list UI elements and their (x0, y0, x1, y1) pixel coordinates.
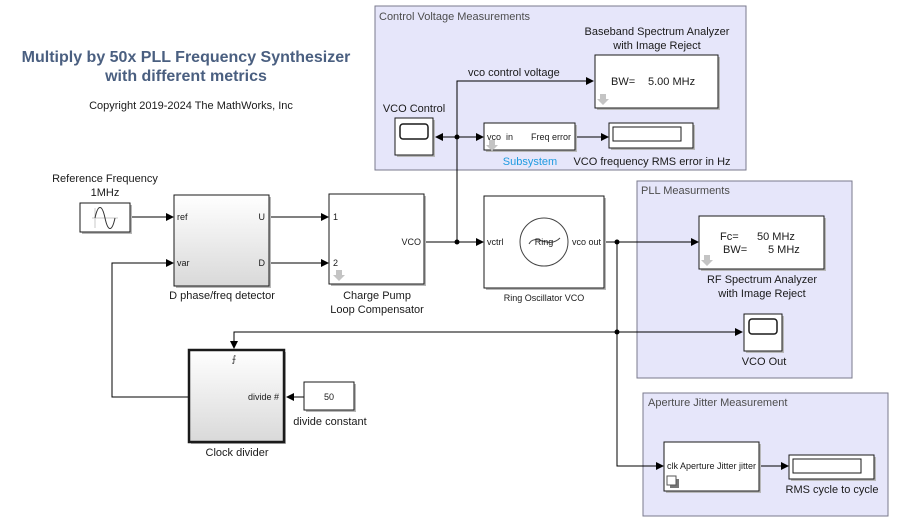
ring-oscillator-icon (519, 217, 569, 267)
port-ref: ref (177, 212, 188, 222)
block-phase-freq-detector[interactable]: ref var U D D phase/freq detector (169, 194, 275, 302)
area-title: Aperture Jitter Measurement (648, 397, 787, 409)
port-vco: VCO (401, 237, 421, 247)
block-aperture-jitter[interactable]: clk Aperture Jitter jitter (663, 441, 761, 493)
block-name: Charge Pump (343, 290, 411, 302)
port-u: U (259, 212, 266, 222)
signal-label-vco-control-voltage[interactable]: vco control voltage (468, 67, 560, 79)
port-var: var (177, 258, 190, 268)
block-name: with Image Reject (717, 288, 805, 300)
port-2: 2 (333, 258, 338, 268)
icon-text: Ring (535, 237, 554, 247)
block-name: Baseband Spectrum Analyzer (585, 26, 730, 38)
port-1: 1 (333, 212, 338, 222)
wire-to-aperture[interactable] (616, 242, 660, 467)
block-name: 1MHz (91, 187, 120, 199)
display-value (612, 126, 682, 142)
block-icon-text: Aperture Jitter (680, 461, 737, 471)
constant-value: 50 (324, 392, 334, 402)
port-jitter: jitter (738, 461, 756, 471)
mask-arrow-icon (486, 140, 498, 151)
copyright-text: Copyright 2019-2024 The MathWorks, Inc (89, 100, 293, 112)
block-clock-divider[interactable]: ⨍ divide # Clock divider (187, 348, 286, 459)
block-name: D phase/freq detector (169, 290, 275, 302)
model-subtitle: with different metrics (104, 68, 267, 85)
port-vco-in: vco in (487, 132, 513, 142)
block-vco-frequency-rms-display[interactable]: VCO frequency RMS error in Hz (573, 122, 731, 168)
mask-arrow-icon (597, 94, 609, 105)
block-name: RMS cycle to cycle (786, 484, 879, 496)
param-value: 5.00 MHz (648, 76, 695, 88)
port-divide: divide # (248, 392, 279, 402)
port-vco-out: vco out (572, 237, 602, 247)
port-clk: clk (667, 461, 678, 471)
block-ring-oscillator-vco[interactable]: vctrl vco out Ring Ring Oscillator VCO (483, 195, 606, 303)
block-name: Clock divider (206, 447, 269, 459)
block-name: RF Spectrum Analyzer (707, 274, 817, 286)
area-title: Control Voltage Measurements (379, 11, 531, 23)
block-name: Reference Frequency (52, 173, 158, 185)
block-name: Loop Compensator (330, 304, 424, 316)
block-name: Ring Oscillator VCO (504, 293, 585, 303)
block-baseband-spectrum-analyzer[interactable]: Baseband Spectrum Analyzer with Image Re… (585, 26, 730, 110)
model-title: Multiply by 50x PLL Frequency Synthesize… (22, 49, 351, 66)
bw-label: BW= (723, 244, 747, 256)
wire-feedback[interactable] (111, 262, 189, 398)
display-value (792, 458, 862, 474)
mask-arrow-icon (333, 270, 345, 281)
block-name: with Image Reject (612, 40, 700, 52)
sine-wave-icon (92, 207, 118, 229)
fc-label: Fc= (720, 231, 739, 243)
fc-value: 50 MHz (757, 231, 795, 243)
bw-value: 5 MHz (768, 244, 800, 256)
block-vco-out-scope[interactable]: VCO Out (742, 313, 787, 368)
port-freq-error: Freq error (531, 132, 571, 142)
subsystem-link[interactable]: Subsystem (503, 156, 557, 168)
param-label: BW= (611, 76, 635, 88)
subsystem-reference-icon (666, 475, 679, 488)
block-name: divide constant (293, 416, 366, 428)
block-rms-cycle-to-cycle-display[interactable]: RMS cycle to cycle (786, 454, 879, 496)
block-name: VCO Control (383, 103, 445, 115)
block-subsystem[interactable]: vco in Freq error Subsystem (483, 122, 577, 168)
port-d: D (259, 258, 266, 268)
block-name: VCO Out (742, 356, 787, 368)
wire-to-clock-divider[interactable] (233, 331, 617, 345)
area-title: PLL Measurments (641, 185, 730, 197)
block-divide-constant[interactable]: 50 divide constant (293, 381, 367, 428)
block-charge-pump[interactable]: 1 2 VCO Charge Pump Loop Compensator (328, 193, 426, 316)
block-vco-control-scope[interactable]: VCO Control (383, 103, 445, 157)
trigger-icon: ⨍ (232, 354, 237, 364)
scope-icon (748, 318, 778, 335)
mask-arrow-icon (701, 255, 713, 266)
scope-icon (399, 123, 429, 140)
block-reference-frequency[interactable]: Reference Frequency 1MHz (52, 173, 158, 234)
wire-vco-control-voltage[interactable] (456, 80, 590, 242)
block-rf-spectrum-analyzer[interactable]: Fc= 50 MHz BW= 5 MHz RF Spectrum Analyze… (698, 215, 826, 300)
block-name: VCO frequency RMS error in Hz (573, 156, 730, 168)
port-vctrl: vctrl (487, 237, 504, 247)
signal-lines (111, 77, 789, 470)
